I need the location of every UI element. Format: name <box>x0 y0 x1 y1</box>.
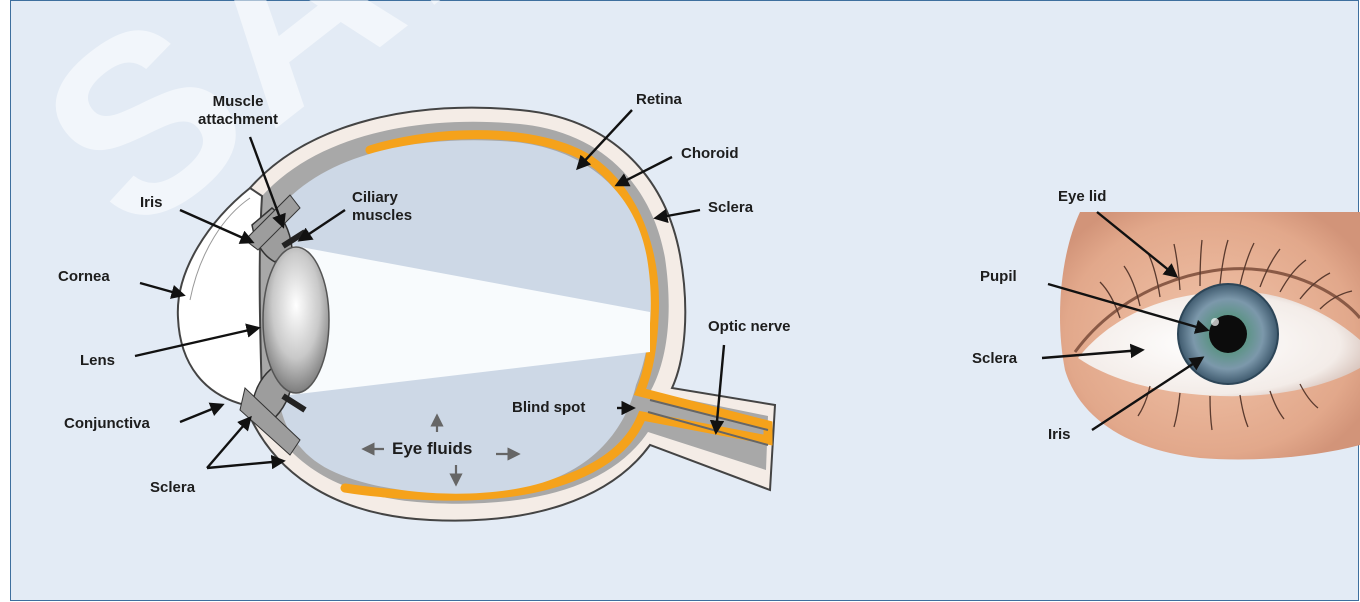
label-sclera-bottom: Sclera <box>150 479 195 497</box>
label-eye-lid: Eye lid <box>1058 188 1106 206</box>
label-ciliary: Ciliary <box>352 189 412 207</box>
arrow-conjunctiva <box>180 405 222 422</box>
arrow-sclera-bottom-1 <box>207 418 250 468</box>
arrow-sclera-bottom-2 <box>207 461 283 468</box>
label-cornea: Cornea <box>58 268 110 286</box>
label-optic-nerve: Optic nerve <box>708 318 791 336</box>
lens <box>263 247 329 393</box>
label-conjunctiva: Conjunctiva <box>64 415 150 433</box>
arrow-cornea <box>140 283 183 295</box>
label-lens: Lens <box>80 352 115 370</box>
label-attachment: attachment <box>198 111 278 129</box>
label-iris: Iris <box>140 194 163 212</box>
label-muscles: muscles <box>352 207 412 225</box>
label-muscle-attachment: Muscle attachment <box>198 93 278 129</box>
label-eye-fluids: Eye fluids <box>392 440 472 458</box>
label-choroid: Choroid <box>681 145 739 163</box>
label-muscle: Muscle <box>198 93 278 111</box>
label-sclera-right: Sclera <box>708 199 753 217</box>
label-iris-frontal: Iris <box>1048 426 1071 444</box>
label-ciliary-muscles: Ciliary muscles <box>352 189 412 225</box>
eye-cross-section <box>178 108 775 521</box>
label-pupil: Pupil <box>980 268 1017 286</box>
label-sclera-frontal: Sclera <box>972 350 1017 368</box>
label-blind-spot: Blind spot <box>512 399 585 417</box>
label-retina: Retina <box>636 91 682 109</box>
